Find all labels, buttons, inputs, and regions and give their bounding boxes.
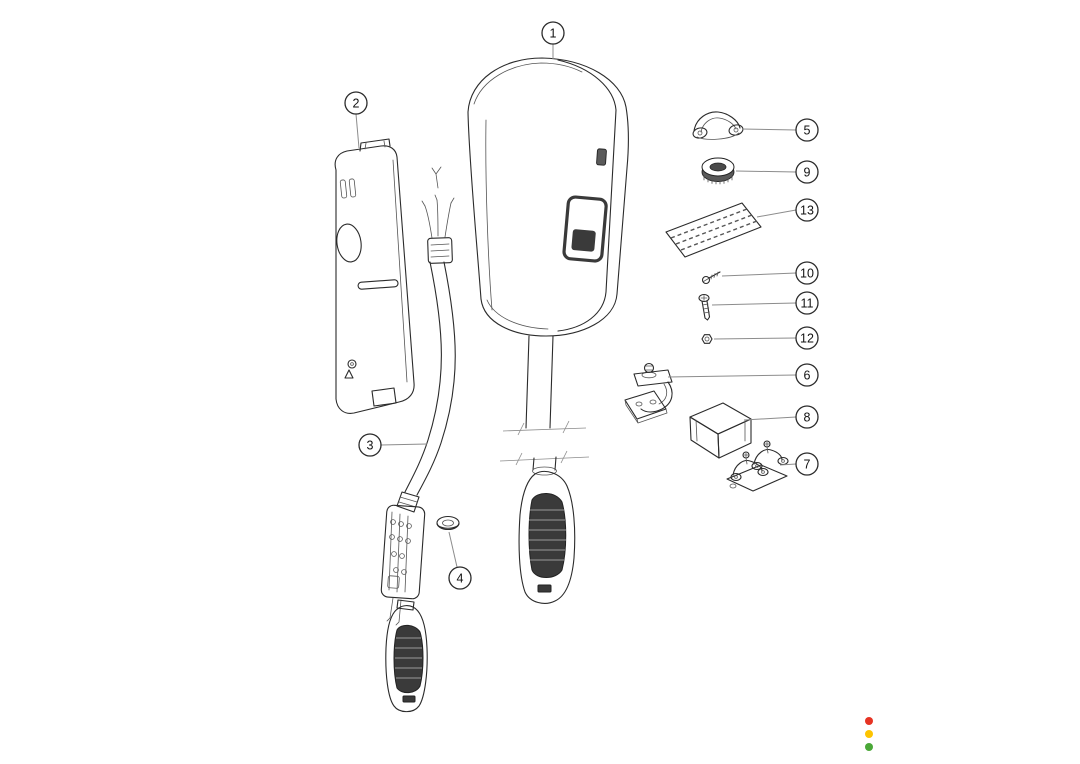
callout-13: 13 [795,198,819,222]
clamp-set-drawing [726,440,789,492]
callout-7: 7 [795,452,819,476]
svg-text:6: 6 [804,368,811,382]
status-dot-yellow [865,730,873,738]
leader-line-3 [380,443,428,446]
status-dot-red [865,717,873,725]
callout-6: 6 [795,363,819,387]
svg-text:13: 13 [800,203,814,217]
callout-2: 2 [344,91,368,115]
callout-1: 1 [541,21,565,45]
brand-status-dots [865,717,873,751]
svg-text:1: 1 [550,26,557,40]
cable-clamp-drawing [692,111,744,140]
hook-bracket-drawing [624,362,673,424]
svg-text:9: 9 [804,165,811,179]
label-drawing [665,202,762,258]
svg-text:5: 5 [804,123,811,137]
leader-line-12 [713,337,797,340]
leader-line-6 [667,374,797,378]
callout-9: 9 [795,160,819,184]
leader-line-9 [735,170,797,173]
leader-line-7 [779,463,797,466]
callout-5: 5 [795,118,819,142]
svg-text:2: 2 [353,96,360,110]
leader-line-4 [448,531,458,568]
break-lines [499,420,590,466]
callout-3: 3 [358,433,382,457]
callout-4: 4 [448,566,472,590]
callout-11: 11 [795,291,819,315]
back-plate-drawing [334,138,415,414]
callout-10: 10 [795,261,819,285]
nut-drawing [701,334,713,344]
screw-small-drawing [701,271,721,285]
leader-line-10 [721,272,797,277]
mounting-bracket-drawing [689,402,752,459]
svg-text:10: 10 [800,266,814,280]
status-dot-green [865,743,873,751]
callout-8: 8 [795,405,819,429]
leader-line-8 [743,416,797,421]
leader-line-11 [711,302,797,306]
callout-12: 12 [795,326,819,350]
leader-line-5 [741,128,797,131]
svg-text:8: 8 [804,410,811,424]
svg-text:4: 4 [457,571,464,585]
svg-text:12: 12 [800,331,814,345]
front-housing-drawing [467,57,629,429]
svg-text:3: 3 [367,438,374,452]
callouts: 1 2 3 4 5 9 13 10 [344,21,819,590]
sealing-ring-drawing [436,515,460,531]
cable-assembly-drawing [380,166,456,713]
leader-line-13 [756,209,797,218]
leader-line-2 [355,113,360,149]
grommet-drawing [701,157,735,185]
svg-text:7: 7 [804,457,811,471]
screw-drawing [698,293,711,321]
leader-lines [355,44,797,568]
svg-text:11: 11 [801,296,814,310]
charging-connector-drawing [518,456,576,604]
